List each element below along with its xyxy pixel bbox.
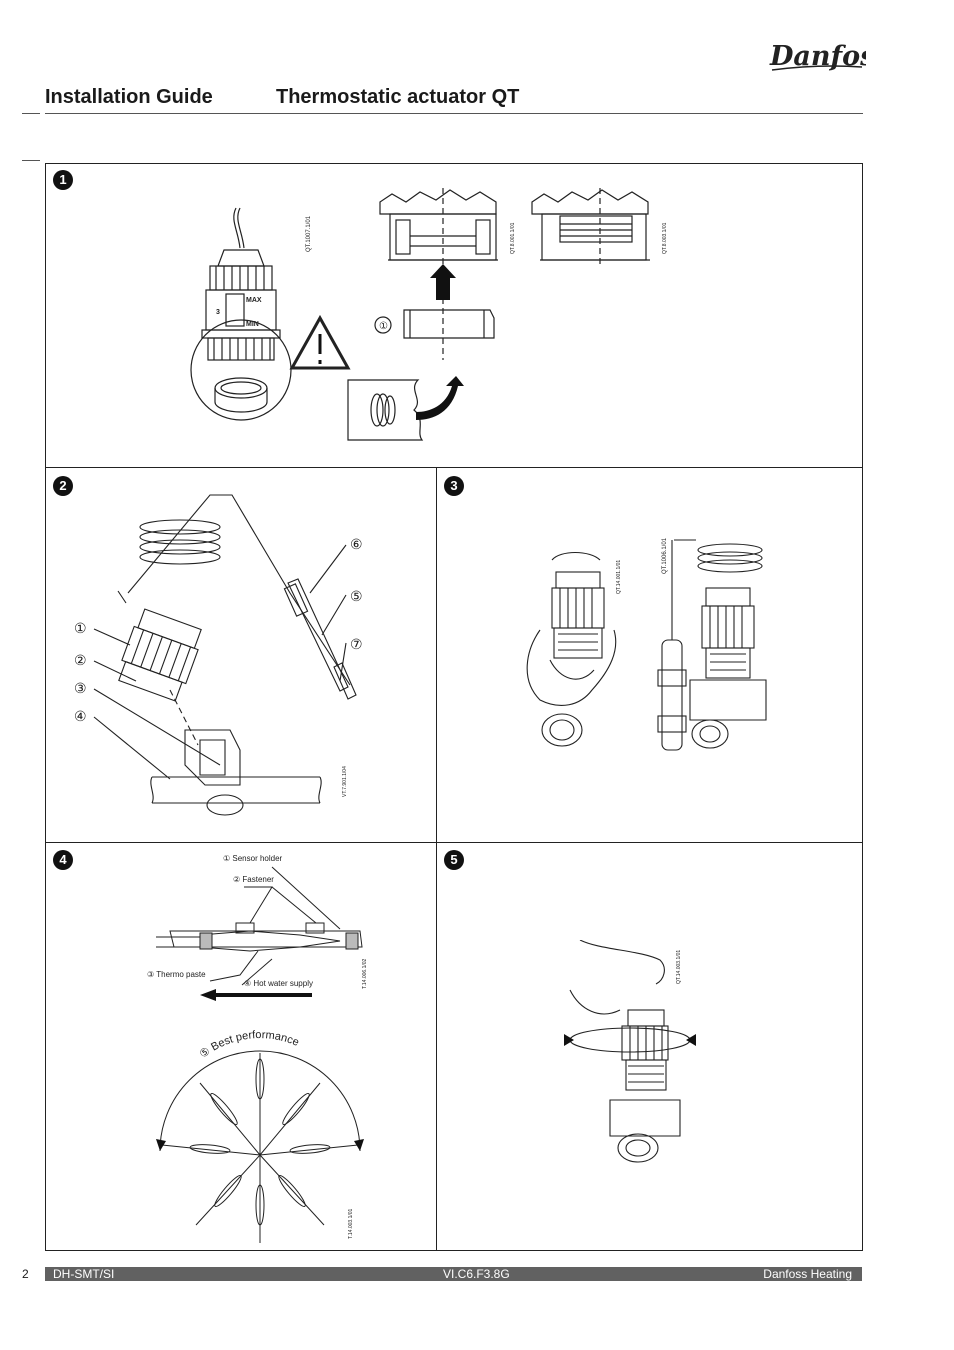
page-footer: 2 DH-SMT/SI VI.C6.F3.8G Danfoss Heating	[22, 1267, 862, 1281]
margin-tick	[22, 160, 40, 161]
callout-1: ①	[74, 620, 87, 636]
drawing-code: QT.14.001.1/01	[616, 560, 622, 594]
footer-code: VI.C6.F3.8G	[443, 1267, 510, 1281]
danfoss-logo: Danfoss	[769, 41, 866, 72]
sensor-holder-label: ① Sensor holder	[223, 854, 283, 863]
step-1-badge: 1	[53, 170, 73, 190]
drawing-code: QT.1007.1/01	[306, 215, 312, 252]
brand-wordmark: Danfoss	[769, 41, 866, 72]
step-2-illustration: ① ② ③ ④ ⑤ ⑥ ⑦ VT.7.901.1/04	[74, 494, 363, 816]
drawing-code: QT.8.001.1/01	[510, 222, 516, 254]
step-3-illustration: QT.14.001.1/01 QT.1006.1/01	[526, 537, 767, 751]
flow-arrow-icon	[200, 989, 312, 1001]
panel-divider	[45, 467, 862, 468]
arrow-up-icon	[430, 264, 456, 300]
curved-arrow-icon	[416, 376, 464, 420]
footer-company: Danfoss Heating	[763, 1267, 852, 1281]
fastener-label: ② Fastener	[233, 875, 274, 884]
step-5-illustration: QT.14.003.1/01	[564, 940, 696, 1163]
instruction-frame	[45, 163, 863, 1251]
callout-2: ②	[74, 652, 87, 668]
drawing-code: T.14.006.1/02	[362, 958, 368, 989]
dial-max-label: MAX	[246, 297, 262, 304]
header-rule	[45, 113, 863, 114]
footer-doc-id: DH-SMT/SI	[53, 1267, 115, 1281]
dial-mark-label: 3	[216, 309, 220, 316]
callout-3: ③	[74, 680, 87, 696]
step-1-illustration: ① MAX MIN 3 QT.1007.1/01 QT.8.001.1/01 Q…	[190, 188, 668, 441]
step-3-badge: 3	[444, 476, 464, 496]
drawing-code: QT.8.003.1/01	[662, 222, 668, 254]
footer-bar: DH-SMT/SI VI.C6.F3.8G Danfoss Heating	[45, 1267, 862, 1281]
step-1-callout: ①	[379, 321, 388, 332]
callout-4: ④	[74, 708, 87, 724]
page-number: 2	[22, 1267, 29, 1281]
margin-tick	[22, 113, 40, 114]
step-5-badge: 5	[444, 850, 464, 870]
callout-7: ⑦	[350, 636, 363, 652]
svg-text:⑤ Best performance: ⑤ Best performance	[198, 1029, 301, 1061]
drawing-code: T.14.003.1/01	[348, 1208, 354, 1239]
step-4-illustration: ⑤ Best performance T.14.006.1/02 T.14.00…	[156, 866, 368, 1243]
drawing-code: VT.7.901.1/04	[342, 766, 348, 797]
best-performance-label: ⑤ Best performance	[198, 1029, 301, 1061]
hot-water-supply-label: ④ Hot water supply	[244, 979, 313, 988]
product-title: Thermostatic actuator QT	[276, 86, 520, 108]
drawing-code: QT.1006.1/01	[662, 537, 668, 574]
guide-title: Installation Guide	[45, 86, 213, 108]
callout-6: ⑥	[350, 536, 363, 552]
callout-5: ⑤	[350, 588, 363, 604]
dial-min-label: MIN	[246, 321, 259, 328]
step-2-badge: 2	[53, 476, 73, 496]
panel-divider	[436, 467, 437, 1250]
panel-divider	[45, 842, 862, 843]
step-4-badge: 4	[53, 850, 73, 870]
drawing-code: QT.14.003.1/01	[676, 950, 682, 984]
thermo-paste-label: ③ Thermo paste	[147, 970, 206, 979]
